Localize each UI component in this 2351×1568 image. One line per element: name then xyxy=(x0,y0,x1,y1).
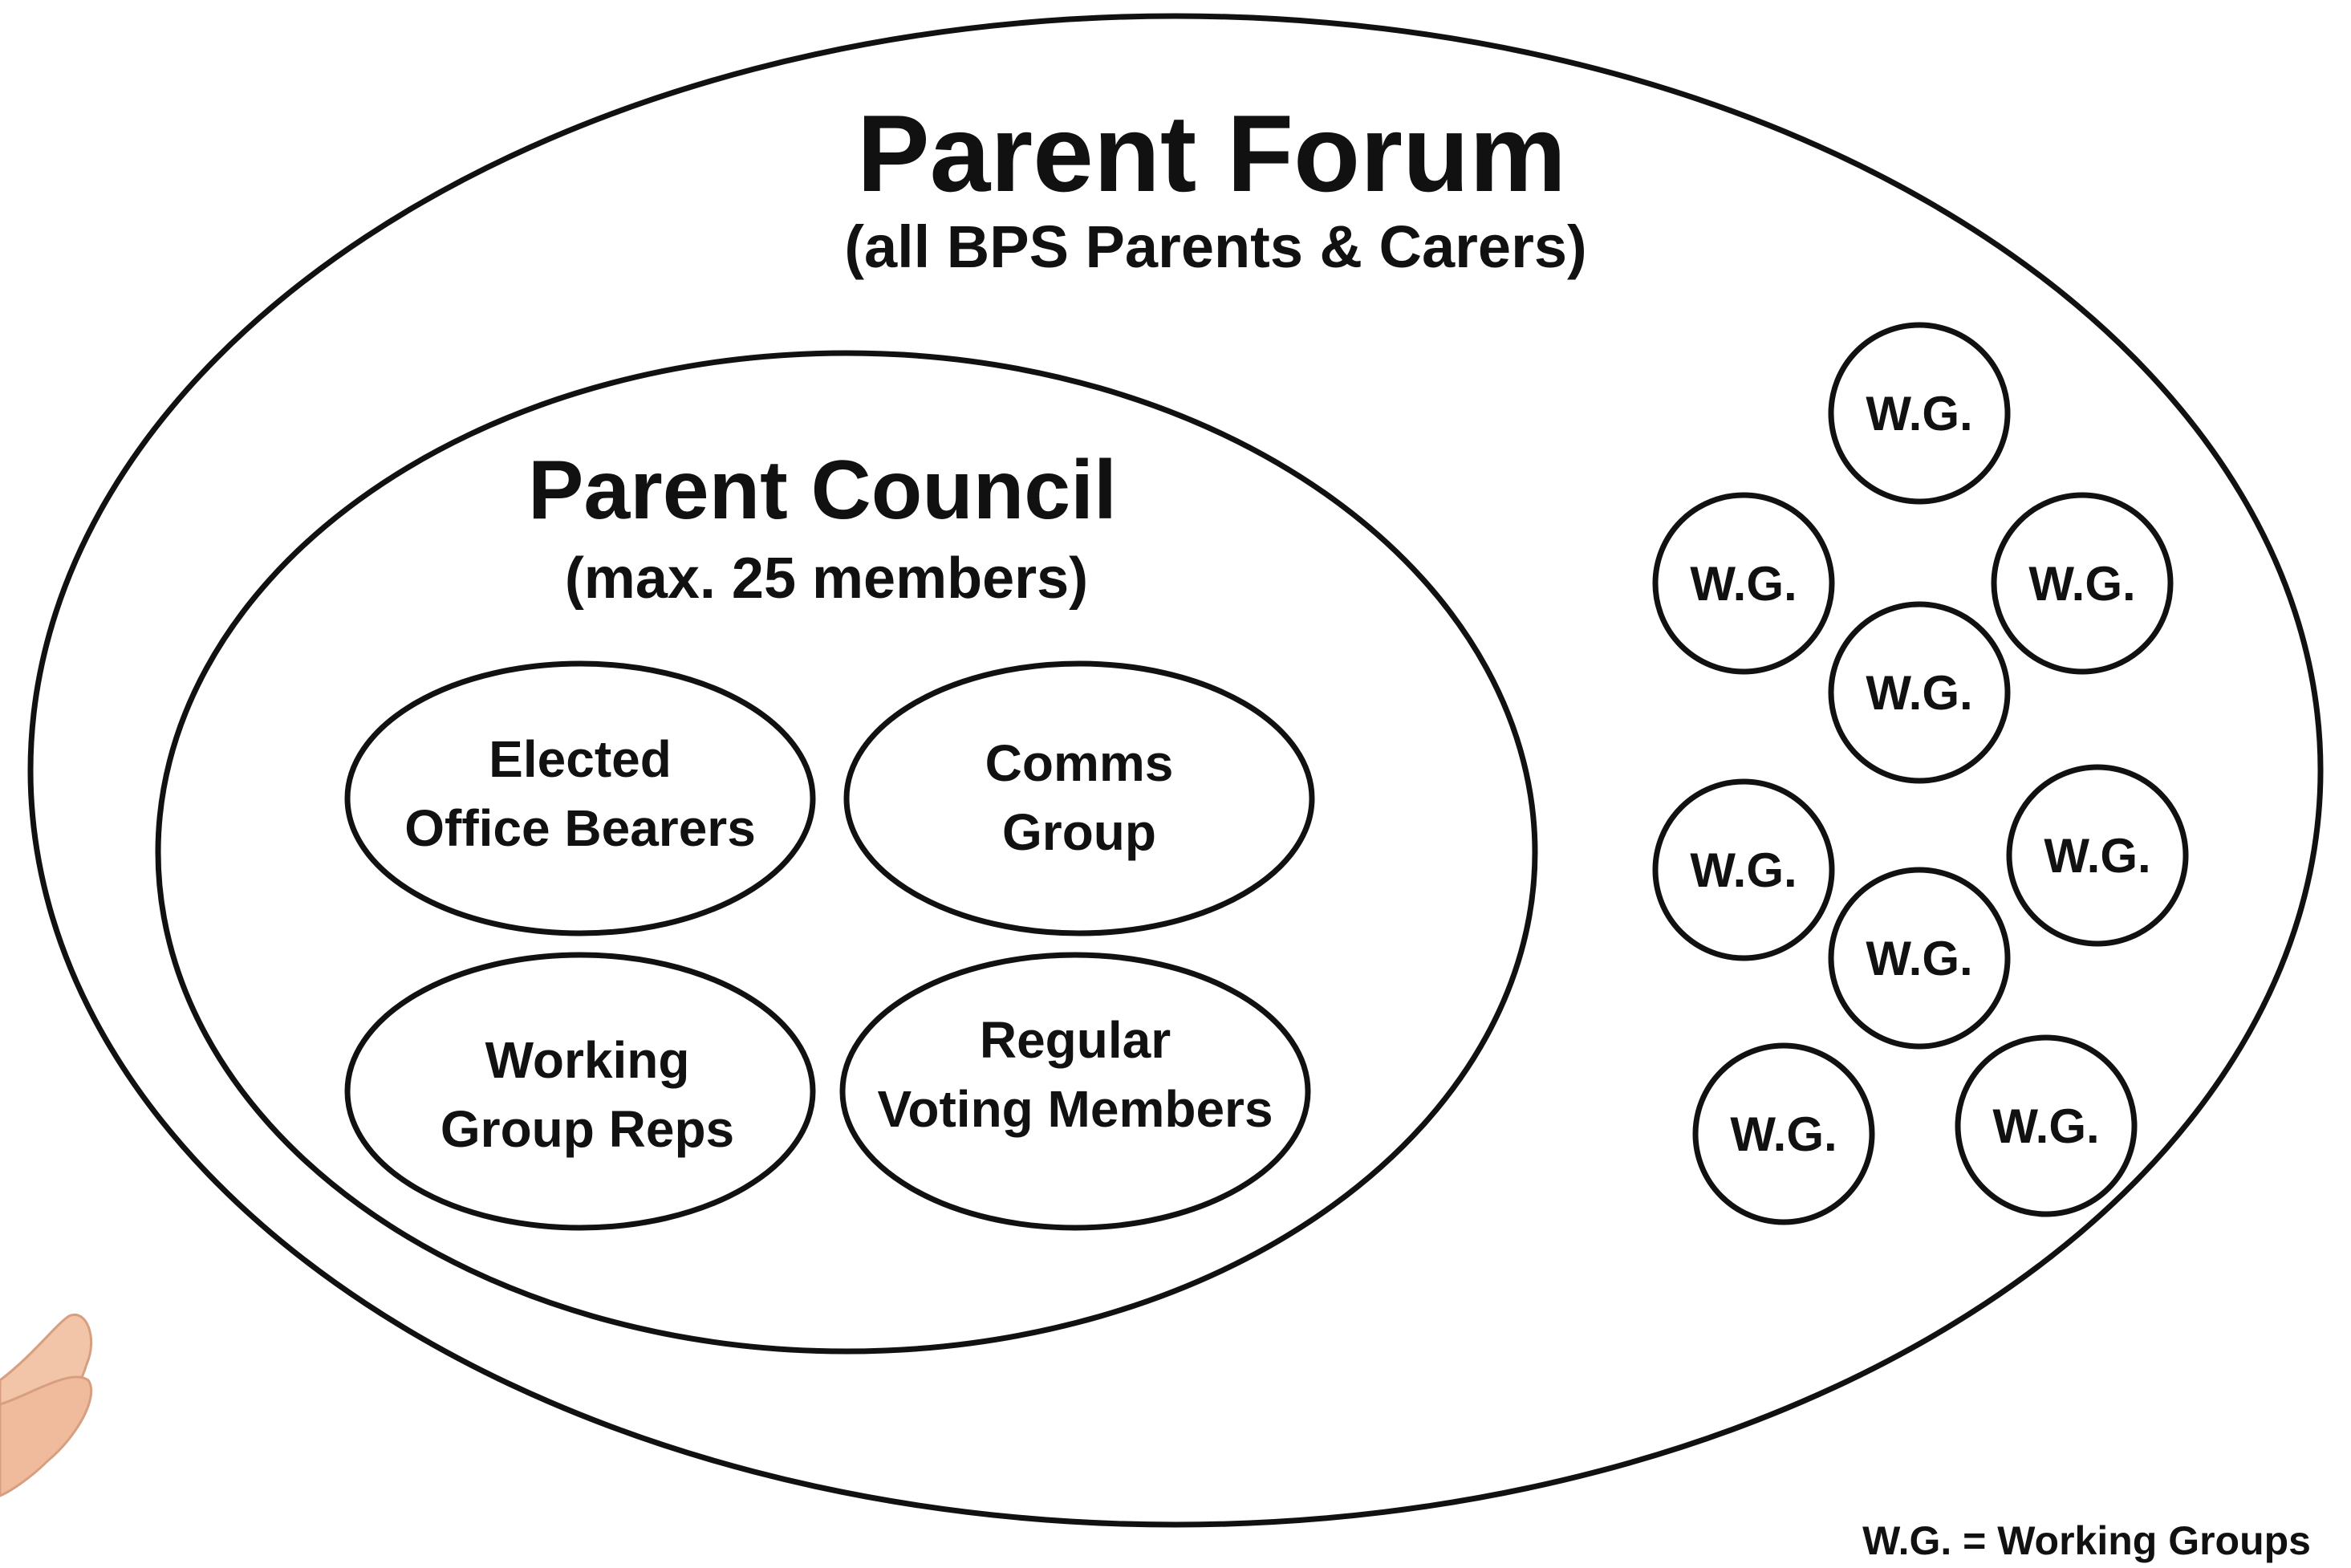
working-group-label: W.G. xyxy=(1866,932,1972,985)
elected-office-bearers-group: Elected Office Bearers xyxy=(344,660,816,936)
working-group-circle: W.G. xyxy=(2006,764,2189,947)
working-group-label: W.G. xyxy=(1866,387,1972,441)
parent-council-ellipse xyxy=(155,350,1538,1355)
working-group-circle: W.G. xyxy=(1955,1034,2138,1217)
working-group-label: W.G. xyxy=(2044,829,2150,883)
working-group-circle-outline xyxy=(1828,867,2011,1050)
working-group-reps-line1: Working xyxy=(485,1031,690,1089)
working-groups-cluster: W.G. W.G. W.G. W.G. W.G. W.G. W.G. W.G. W.G. xyxy=(1652,322,2189,1225)
hand-fingers xyxy=(0,1375,93,1497)
regular-voting-members-group: Regular Voting Members xyxy=(839,952,1311,1231)
working-group-circle-outline xyxy=(1991,492,2174,675)
working-group-circle-outline xyxy=(1828,601,2011,784)
working-group-circle: W.G. xyxy=(1692,1042,1875,1225)
working-group-label: W.G. xyxy=(1690,843,1797,897)
working-group-label: W.G. xyxy=(1866,666,1972,720)
comms-group-line1: Comms xyxy=(985,734,1174,792)
working-group-circle-outline xyxy=(1692,1042,1875,1225)
comms-group-line2: Group xyxy=(1002,803,1156,861)
parent-council-subtitle: (max. 25 members) xyxy=(565,546,1088,611)
working-group-circle-outline xyxy=(1652,492,1835,675)
parent-council-title: Parent Council xyxy=(528,444,1117,537)
working-group-circle: W.G. xyxy=(1828,601,2011,784)
working-group-circle-outline xyxy=(1955,1034,2138,1217)
working-group-circle: W.G. xyxy=(1991,492,2174,675)
comms-group: Comms Group xyxy=(843,660,1315,936)
elected-office-bearers-line1: Elected xyxy=(489,730,672,788)
parent-forum-title: Parent Forum xyxy=(857,92,1566,214)
regular-voting-members-line2: Voting Members xyxy=(877,1080,1273,1138)
working-group-reps-ellipse xyxy=(344,952,816,1231)
working-group-label: W.G. xyxy=(1992,1099,2099,1153)
parent-forum-ellipse xyxy=(27,13,2324,1528)
working-group-circle-outline xyxy=(1828,322,2011,505)
working-group-label: W.G. xyxy=(1690,557,1797,611)
elected-office-bearers-line2: Office Bearers xyxy=(404,799,756,857)
working-group-circle-outline xyxy=(1652,778,1835,961)
working-group-circle: W.G. xyxy=(1828,322,2011,505)
working-group-circle: W.G. xyxy=(1828,867,2011,1050)
working-group-circle: W.G. xyxy=(1652,778,1835,961)
comms-group-ellipse xyxy=(843,660,1315,936)
legend-text: W.G. = Working Groups xyxy=(1862,1518,2311,1563)
regular-voting-members-ellipse xyxy=(839,952,1311,1231)
hand-image xyxy=(0,1313,93,1497)
working-group-circle: W.G. xyxy=(1652,492,1835,675)
elected-office-bearers-ellipse xyxy=(344,660,816,936)
working-group-circle-outline xyxy=(2006,764,2189,947)
working-group-reps-group: Working Group Reps xyxy=(344,952,816,1231)
working-group-reps-line2: Group Reps xyxy=(441,1100,734,1158)
regular-voting-members-line1: Regular xyxy=(980,1011,1171,1069)
parent-forum-subtitle: (all BPS Parents & Carers) xyxy=(844,213,1586,280)
working-group-label: W.G. xyxy=(2028,557,2135,611)
working-group-label: W.G. xyxy=(1730,1107,1837,1161)
